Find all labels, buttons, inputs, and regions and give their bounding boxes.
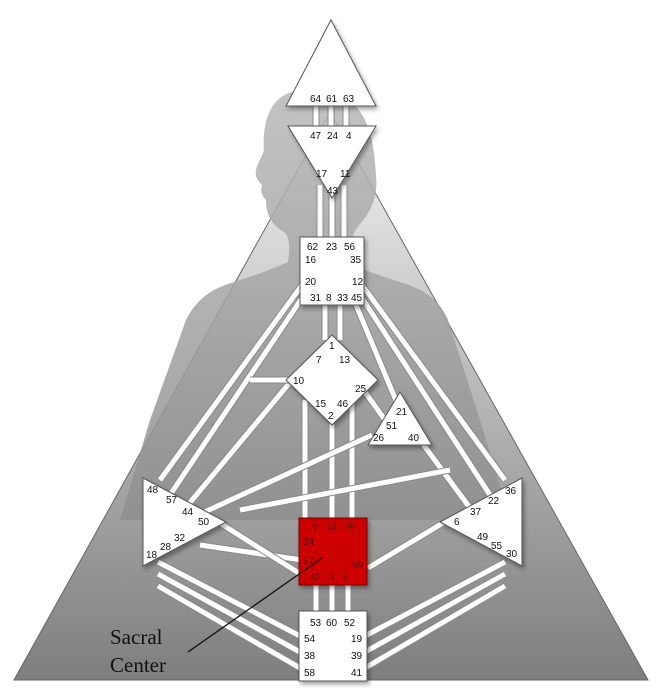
gate-label: 27: [303, 556, 315, 567]
gate-label: 26: [373, 433, 385, 444]
gate-label: 21: [396, 407, 408, 418]
gate-label: 2: [328, 411, 334, 422]
gate-label: 63: [343, 94, 355, 105]
gate-label: 50: [198, 517, 210, 528]
gate-label: 17: [316, 169, 328, 180]
gate-label: 11: [340, 169, 351, 180]
gate-label: 44: [182, 507, 194, 518]
gate-label: 54: [304, 634, 316, 645]
gate-label: 40: [408, 433, 420, 444]
gate-label: 6: [454, 517, 460, 528]
gate-label: 52: [344, 618, 356, 629]
gate-label: 34: [303, 537, 315, 548]
gate-label: 28: [160, 542, 172, 553]
gate-label: 30: [506, 549, 518, 560]
gate-label: 53: [310, 618, 322, 629]
gate-label: 18: [146, 550, 158, 561]
gate-label: 14: [326, 522, 338, 533]
gate-label: 23: [326, 242, 338, 253]
gate-label: 41: [351, 668, 363, 679]
gate-label: 4: [346, 131, 352, 142]
gate-label: 47: [310, 131, 322, 142]
gate-label: 60: [326, 618, 338, 629]
gate-label: 62: [307, 242, 319, 253]
gate-label: 33: [337, 293, 349, 304]
gate-label: 20: [305, 277, 317, 288]
gate-label: 43: [327, 186, 339, 197]
gate-label: 22: [488, 496, 500, 507]
gate-label: 42: [310, 572, 322, 583]
gate-label: 31: [310, 293, 322, 304]
gate-label: 25: [355, 384, 367, 395]
gate-label: 46: [337, 399, 349, 410]
gate-label: 5: [313, 522, 319, 533]
gate-label: 35: [350, 255, 362, 266]
gate-label: 59: [352, 560, 364, 571]
gate-label: 49: [477, 532, 489, 543]
gate-label: 56: [344, 242, 356, 253]
sacral-center-label-line2: Center: [110, 653, 166, 677]
gate-label: 29: [344, 522, 356, 533]
gate-label: 8: [326, 293, 332, 304]
gate-label: 48: [147, 485, 159, 496]
gate-label: 61: [326, 94, 338, 105]
gate-label: 13: [339, 355, 351, 366]
gate-label: 37: [470, 507, 482, 518]
gate-label: 39: [351, 651, 363, 662]
gate-label: 19: [351, 634, 363, 645]
gate-label: 9: [343, 572, 349, 583]
gate-label: 64: [310, 94, 322, 105]
gate-label: 12: [352, 277, 364, 288]
gate-label: 51: [386, 421, 398, 432]
gate-label: 10: [293, 376, 305, 387]
sacral-center-label-line1: Sacral: [110, 625, 163, 649]
gate-label: 7: [316, 355, 322, 366]
gate-label: 38: [304, 651, 316, 662]
gate-label: 32: [174, 533, 186, 544]
gate-label: 16: [305, 255, 317, 266]
gate-label: 1: [329, 341, 335, 352]
gate-label: 24: [327, 131, 339, 142]
gate-label: 36: [505, 486, 517, 497]
gate-label: 55: [491, 541, 503, 552]
gate-label: 3: [329, 572, 335, 583]
gate-label: 57: [166, 495, 178, 506]
gate-label: 58: [304, 668, 316, 679]
gate-label: 45: [351, 293, 363, 304]
gate-label: 15: [315, 399, 327, 410]
